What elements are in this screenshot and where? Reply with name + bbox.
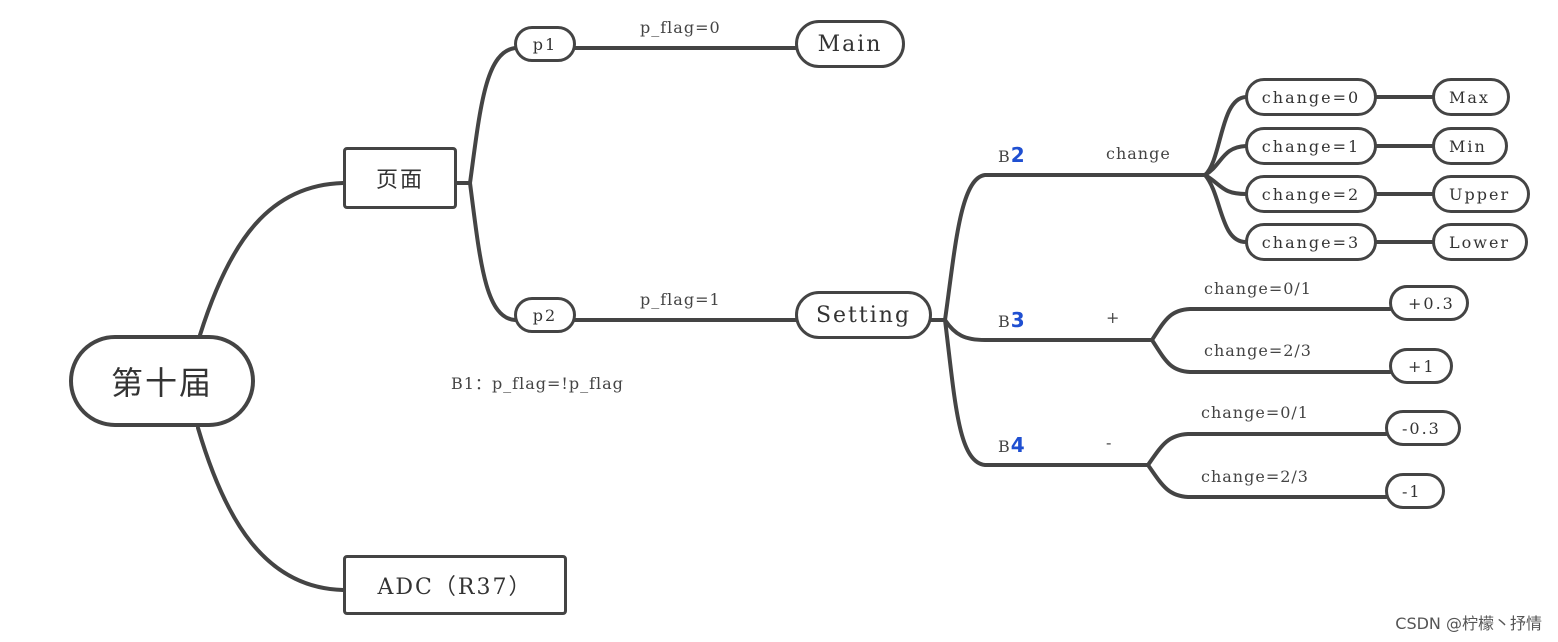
- adc-label: ADC（R37）: [377, 575, 533, 600]
- min-label: Min: [1449, 136, 1487, 156]
- change-0-label: change=0: [1261, 87, 1361, 107]
- p2-edge-label: p_flag=1: [640, 290, 721, 309]
- b4-key-label: B4: [998, 433, 1026, 457]
- b2-action-label: change: [1106, 144, 1171, 163]
- plus-1-node[interactable]: +1: [1389, 348, 1453, 384]
- plus-01-label: change=0/1: [1204, 279, 1312, 298]
- page-label: 页面: [375, 168, 424, 193]
- p1-edge-label: p_flag=0: [640, 18, 721, 37]
- upper-node[interactable]: Upper: [1432, 175, 1530, 213]
- minus-01-label: change=0/1: [1201, 403, 1309, 422]
- upper-label: Upper: [1449, 184, 1511, 204]
- change-1-node[interactable]: change=1: [1245, 127, 1377, 165]
- lower-label: Lower: [1449, 232, 1511, 252]
- b3-action-label: +: [1106, 308, 1121, 327]
- watermark: CSDN @柠檬丶抒情: [1395, 614, 1542, 633]
- plus-03-value: +0.3: [1408, 293, 1455, 313]
- p2-label: p2: [532, 305, 558, 325]
- b2-key-label: B2: [998, 143, 1026, 167]
- setting-label: Setting: [815, 302, 912, 328]
- minus-1-node[interactable]: -1: [1385, 473, 1445, 509]
- change-0-node[interactable]: change=0: [1245, 78, 1377, 116]
- root-label: 第十届: [110, 364, 213, 402]
- main-node[interactable]: Main: [795, 20, 905, 68]
- max-label: Max: [1449, 87, 1490, 107]
- main-label: Main: [817, 31, 883, 57]
- minus-03-value: -0.3: [1402, 418, 1441, 438]
- b4-prefix: B: [998, 437, 1011, 456]
- b2-digit: 2: [1010, 143, 1026, 167]
- b3-key-label: B3: [998, 308, 1026, 332]
- minus-1-value: -1: [1402, 481, 1422, 501]
- change-1-label: change=1: [1261, 136, 1361, 156]
- change-3-node[interactable]: change=3: [1245, 223, 1377, 261]
- minus-03-node[interactable]: -0.3: [1385, 410, 1461, 446]
- adc-node[interactable]: ADC（R37）: [343, 555, 567, 615]
- change-2-label: change=2: [1261, 184, 1361, 204]
- plus-1-value: +1: [1408, 356, 1436, 376]
- minus-23-label: change=2/3: [1201, 467, 1309, 486]
- p1-label: p1: [532, 34, 558, 54]
- min-node[interactable]: Min: [1432, 127, 1508, 165]
- plus-03-node[interactable]: +0.3: [1389, 285, 1469, 321]
- change-2-node[interactable]: change=2: [1245, 175, 1377, 213]
- root-node[interactable]: 第十届: [69, 335, 255, 427]
- p1-node[interactable]: p1: [514, 26, 576, 62]
- b4-digit: 4: [1010, 433, 1026, 457]
- b3-prefix: B: [998, 312, 1011, 331]
- plus-23-label: change=2/3: [1204, 341, 1312, 360]
- max-node[interactable]: Max: [1432, 78, 1510, 116]
- setting-node[interactable]: Setting: [795, 291, 932, 339]
- b2-prefix: B: [998, 147, 1011, 166]
- b3-digit: 3: [1010, 308, 1026, 332]
- lower-node[interactable]: Lower: [1432, 223, 1528, 261]
- p2-node[interactable]: p2: [514, 297, 576, 333]
- change-3-label: change=3: [1261, 232, 1361, 252]
- b4-action-label: -: [1106, 433, 1113, 452]
- page-node[interactable]: 页面: [343, 147, 457, 209]
- b1-note: B1：p_flag=!p_flag: [451, 374, 624, 393]
